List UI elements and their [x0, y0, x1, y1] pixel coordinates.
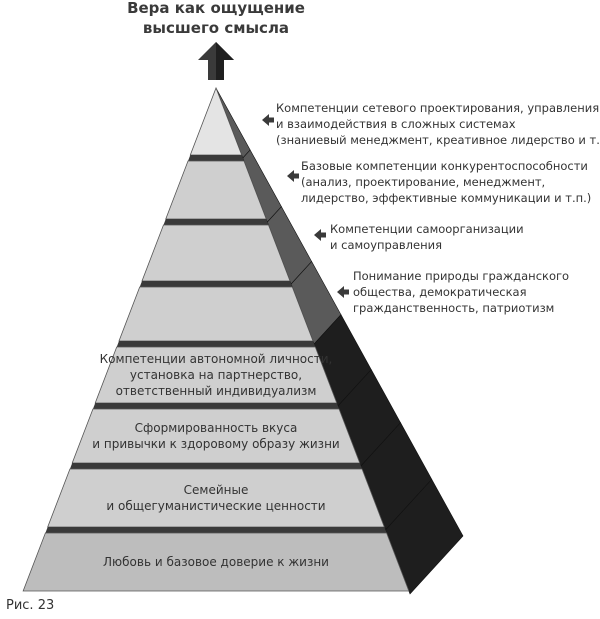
annotation-line: Базовые компетенции конкурентоспособност… — [301, 159, 588, 173]
level-face — [71, 408, 361, 464]
pyramid-level: Семейные и общегуманистические ценности — [45, 468, 387, 533]
apex-title: Вера как ощущение высшего смысла — [127, 0, 305, 37]
pyramid-side-face — [215, 87, 464, 595]
annotation-line: гражданственность, патриотизм — [353, 301, 554, 315]
pyramid-level — [116, 286, 316, 347]
annotation-line: и взаимодействия в сложных системах — [276, 117, 516, 131]
left-arrow-icon — [314, 229, 326, 241]
level-label: и общегуманистические ценности — [106, 499, 325, 513]
level-label: Компетенции автономной личности, — [100, 352, 333, 366]
left-arrow-icon — [262, 114, 274, 126]
annotation: Понимание природы гражданского общества, … — [337, 269, 569, 315]
annotation-line: общества, демократическая — [353, 285, 527, 299]
level-separator — [139, 281, 293, 287]
pyramid-level — [163, 160, 269, 225]
level-separator — [163, 219, 269, 225]
annotation-line: Компетенции самоорганизации — [330, 222, 524, 236]
annotations: Компетенции сетевого проектирования, упр… — [262, 101, 600, 315]
pyramid-level — [139, 224, 293, 287]
annotation-line: (знаниевый менеджмент, креативное лидерс… — [276, 133, 600, 147]
level-separator — [116, 341, 316, 347]
level-label: Семейные — [184, 483, 249, 497]
level-label: установка на партнерство, — [130, 368, 302, 382]
left-arrow-icon — [337, 286, 349, 298]
level-face — [118, 286, 314, 342]
level-face — [141, 224, 291, 282]
level-separator — [69, 463, 363, 469]
annotation: Компетенции самоорганизации и самоуправле… — [314, 222, 524, 252]
title-line: Вера как ощущение — [127, 0, 305, 17]
annotation: Компетенции сетевого проектирования, упр… — [262, 101, 600, 147]
level-label: и привычки к здоровому образу жизни — [92, 437, 339, 451]
left-arrow-icon — [287, 170, 299, 182]
annotation-line: лидерство, эффективные коммуникации и т.… — [301, 191, 591, 205]
annotation: Базовые компетенции конкурентоспособност… — [287, 159, 591, 205]
title-line: высшего смысла — [143, 19, 289, 37]
figure-caption: Рис. 23 — [6, 598, 55, 613]
level-separator — [188, 155, 244, 161]
level-separator — [45, 527, 387, 533]
pyramid-levels: Компетенции автономной личности, установк… — [22, 86, 410, 592]
annotation-line: и самоуправления — [330, 238, 442, 252]
pyramid-level: Компетенции автономной личности, установк… — [92, 346, 340, 409]
level-face — [22, 532, 410, 592]
pyramid-level: Сформированность вкуса и привычки к здоро… — [69, 408, 363, 469]
arrow-shade — [216, 42, 234, 80]
level-label: Любовь и базовое доверие к жизни — [103, 555, 329, 569]
annotation-line: (анализ, проектирование, менеджмент, — [301, 175, 545, 189]
pyramid-level: Любовь и базовое доверие к жизни — [22, 532, 410, 592]
pyramid-level — [188, 86, 244, 161]
level-label: Сформированность вкуса — [135, 421, 298, 435]
up-arrow-icon — [198, 42, 234, 80]
level-separator — [92, 403, 340, 409]
annotation-line: Понимание природы гражданского — [353, 269, 569, 283]
level-face — [47, 468, 385, 528]
level-label: ответственный индивидуализм — [116, 384, 317, 398]
annotation-line: Компетенции сетевого проектирования, упр… — [276, 101, 599, 115]
